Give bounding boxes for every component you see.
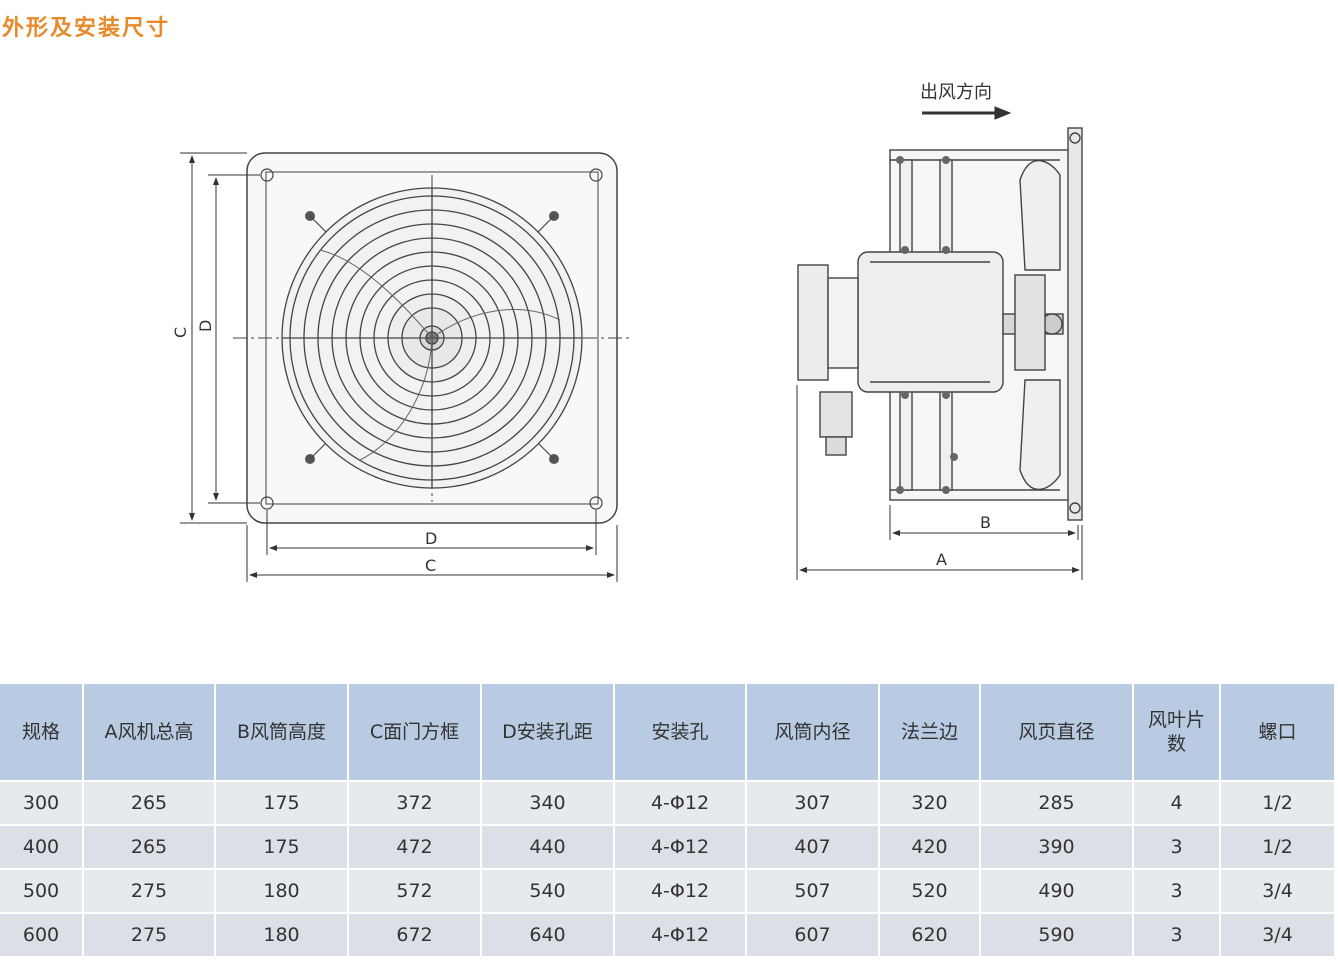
table-row: 300 265 175 372 340 4-Φ12 307 320 285 4 … [0, 780, 1334, 825]
header-flange: 法兰边 [879, 684, 981, 781]
header-blade-count: 风叶片数 [1133, 684, 1221, 781]
table-cell: 400 [0, 824, 84, 869]
table-cell: 275 [83, 868, 216, 913]
table-cell: 3/4 [1220, 868, 1334, 913]
table-cell: 4-Φ12 [614, 912, 747, 956]
header-spec: 规格 [0, 684, 84, 781]
table-cell: 4-Φ12 [614, 824, 747, 869]
table-cell: 300 [0, 780, 84, 825]
page-title: 外形及安装尺寸 [2, 16, 171, 41]
table-cell: 407 [746, 824, 880, 869]
front-view [233, 152, 630, 524]
spec-table-header-row: 规格 A风机总高 B风筒高度 C面门方框 D安装孔距 安装孔 风筒内径 法兰边 … [0, 684, 1334, 781]
table-cell: 372 [348, 780, 482, 825]
side-dimensions [796, 385, 1083, 580]
table-cell: 440 [481, 824, 615, 869]
side-view [797, 127, 1083, 521]
dim-label-b: B [980, 513, 991, 532]
table-row: 600 275 180 672 640 4-Φ12 607 620 590 3 … [0, 912, 1334, 956]
table-cell: 3 [1133, 868, 1221, 913]
mount-hole-icon [260, 168, 603, 510]
table-cell: 175 [215, 780, 349, 825]
table-cell: 3 [1133, 912, 1221, 956]
header-c-frame: C面门方框 [348, 684, 482, 781]
dim-label-d-horizontal: D [425, 529, 437, 548]
table-cell: 507 [746, 868, 880, 913]
table-cell: 265 [83, 780, 216, 825]
front-dimensions [180, 152, 618, 582]
fan-dimension-drawing: C D D C 出风方向 [171, 82, 1083, 582]
dim-label-c-horizontal: C [425, 556, 436, 575]
table-cell: 420 [879, 824, 981, 869]
table-cell: 390 [980, 824, 1134, 869]
table-cell: 540 [481, 868, 615, 913]
table-cell: 275 [83, 912, 216, 956]
side-bolt-icon [896, 156, 958, 494]
table-cell: 265 [83, 824, 216, 869]
header-mount-hole: 安装孔 [614, 684, 747, 781]
header-thread: 螺口 [1220, 684, 1334, 781]
junction-box [797, 264, 829, 381]
spec-table: 规格 A风机总高 B风筒高度 C面门方框 D安装孔距 安装孔 风筒内径 法兰边 … [0, 684, 1334, 956]
table-cell: 1/2 [1220, 824, 1334, 869]
header-b-duct-height: B风筒高度 [215, 684, 349, 781]
table-cell: 320 [879, 780, 981, 825]
table-cell: 4-Φ12 [614, 780, 747, 825]
cable-gland [819, 391, 853, 438]
table-cell: 520 [879, 868, 981, 913]
table-cell: 640 [481, 912, 615, 956]
table-cell: 600 [0, 912, 84, 956]
header-blade-diameter: 风页直径 [980, 684, 1134, 781]
fan-blade-icon [319, 249, 561, 461]
dim-label-c-vertical: C [171, 327, 190, 338]
table-row: 500 275 180 572 540 4-Φ12 507 520 490 3 … [0, 868, 1334, 913]
header-d-hole-distance: D安装孔距 [481, 684, 615, 781]
table-cell: 472 [348, 824, 482, 869]
header-a-total-height: A风机总高 [83, 684, 216, 781]
table-cell: 672 [348, 912, 482, 956]
table-cell: 285 [980, 780, 1134, 825]
table-cell: 590 [980, 912, 1134, 956]
table-cell: 4-Φ12 [614, 868, 747, 913]
table-cell: 3 [1133, 824, 1221, 869]
table-cell: 607 [746, 912, 880, 956]
table-cell: 180 [215, 868, 349, 913]
table-row: 400 265 175 472 440 4-Φ12 407 420 390 3 … [0, 824, 1334, 869]
table-cell: 620 [879, 912, 981, 956]
flow-arrow-icon [922, 106, 1012, 120]
dim-label-a: A [936, 550, 947, 569]
flow-direction-label: 出风方向 [920, 82, 992, 103]
table-cell: 1/2 [1220, 780, 1334, 825]
table-cell: 500 [0, 868, 84, 913]
table-cell: 4 [1133, 780, 1221, 825]
fan-blade-side-icon [1019, 159, 1061, 271]
table-cell: 180 [215, 912, 349, 956]
dim-label-d-vertical: D [196, 320, 215, 332]
table-cell: 175 [215, 824, 349, 869]
motor-body [857, 251, 1004, 393]
table-cell: 3/4 [1220, 912, 1334, 956]
table-cell: 340 [481, 780, 615, 825]
header-duct-inner-diameter: 风筒内径 [746, 684, 880, 781]
fan-flange [1067, 127, 1083, 521]
table-cell: 572 [348, 868, 482, 913]
table-cell: 490 [980, 868, 1134, 913]
table-cell: 307 [746, 780, 880, 825]
